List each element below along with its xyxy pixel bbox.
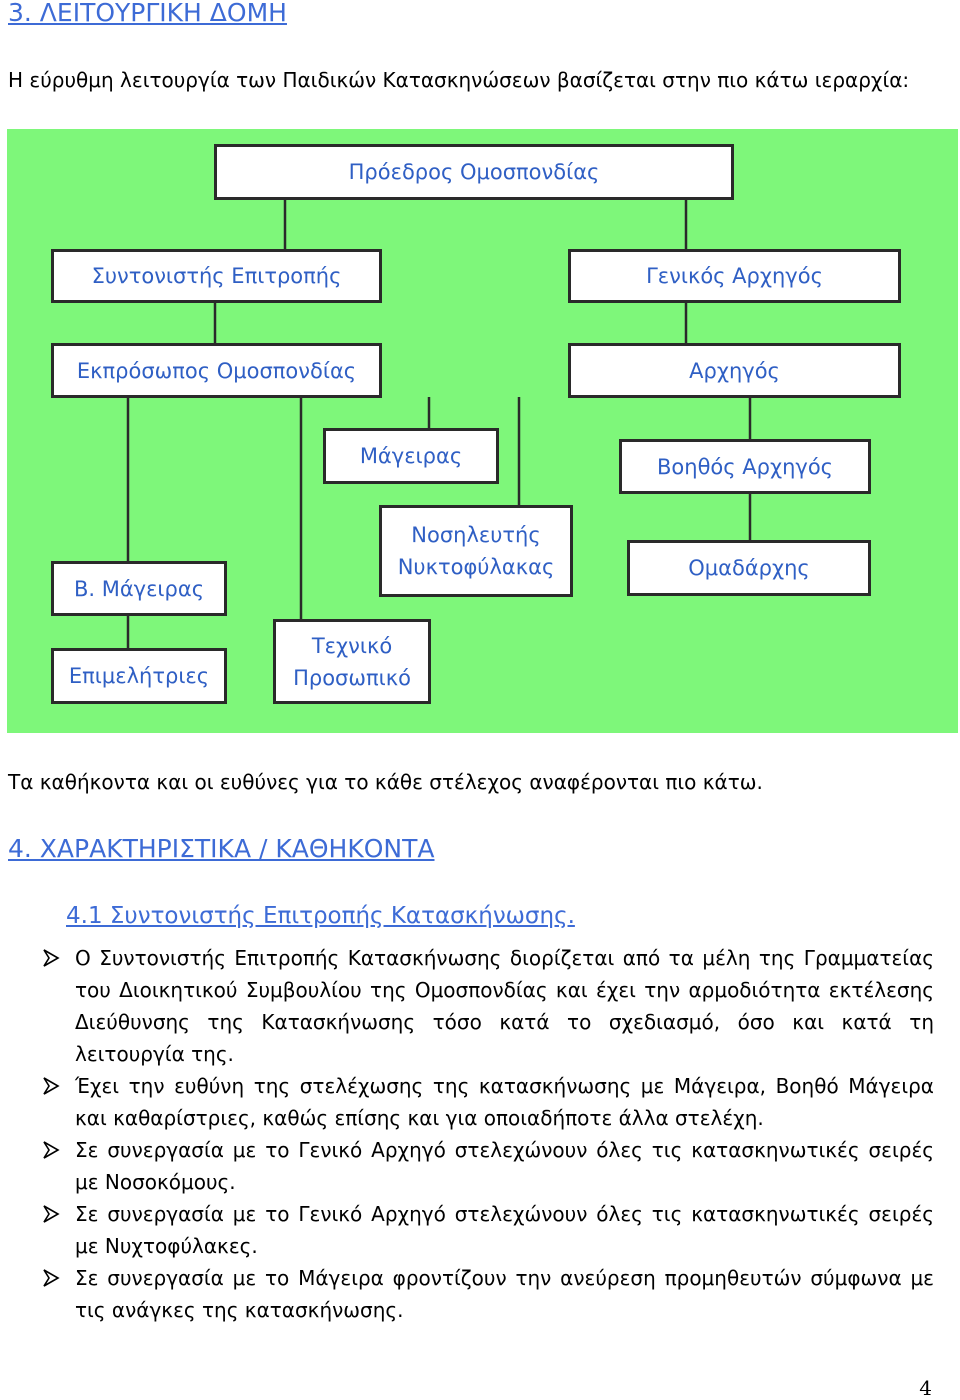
box-technical-staff: Τεχνικό Προσωπικό bbox=[273, 619, 431, 704]
box-general-leader: Γενικός Αρχηγός bbox=[568, 249, 901, 303]
box-president: Πρόεδρος Ομοσπονδίας bbox=[214, 144, 734, 200]
intro-paragraph: Η εύρυθμη λειτουργία των Παιδικών Κατασκ… bbox=[8, 68, 910, 92]
org-chart-connectors bbox=[126, 199, 752, 649]
list-item: Σε συνεργασία με το Μάγειρα φροντίζουν τ… bbox=[42, 1262, 934, 1326]
section-4-1-heading: 4.1 Συντονιστής Επιτροπής Κατασκήνωσης. bbox=[66, 903, 575, 929]
list-item: Σε συνεργασία με το Γενικό Αρχηγό στελεχ… bbox=[42, 1134, 934, 1198]
list-item: Έχει την ευθύνη της στελέχωσης της κατασ… bbox=[42, 1070, 934, 1134]
org-chart: Πρόεδρος Ομοσπονδίας Συντονιστής Επιτροπ… bbox=[7, 129, 958, 733]
after-chart-paragraph: Τα καθήκοντα και οι ευθύνες για το κάθε … bbox=[8, 770, 763, 794]
arrow-bullet-icon bbox=[43, 1077, 60, 1095]
page-number: 4 bbox=[919, 1376, 932, 1400]
arrow-bullet-icon bbox=[43, 1205, 60, 1223]
section-3-heading: 3. ΛΕΙΤΟΥΡΓΙΚΗ ΔΟΜΗ bbox=[8, 0, 287, 27]
arrow-bullet-icon bbox=[43, 1141, 60, 1159]
box-leader: Αρχηγός bbox=[568, 343, 901, 398]
box-cook: Μάγειρας bbox=[323, 428, 499, 484]
section-4-heading: 4. ΧΑΡΑΚΤΗΡΙΣΤΙΚΑ / ΚΑΘΗΚΟΝΤΑ bbox=[8, 834, 435, 863]
box-assistant-leader: Βοηθός Αρχηγός bbox=[619, 439, 871, 494]
box-federation-rep: Εκπρόσωπος Ομοσπονδίας bbox=[51, 343, 382, 398]
box-coordinator: Συντονιστής Επιτροπής bbox=[51, 249, 382, 303]
list-item: Ο Συντονιστής Επιτροπής Κατασκήνωσης διο… bbox=[42, 942, 934, 1070]
box-nurse-nightguard: Νοσηλευτής Νυκτοφύλακας bbox=[379, 505, 573, 597]
box-group-leader: Ομαδάρχης bbox=[627, 540, 871, 596]
list-item: Σε συνεργασία με το Γενικό Αρχηγό στελεχ… bbox=[42, 1198, 934, 1262]
arrow-bullet-icon bbox=[43, 1269, 60, 1287]
duties-list: Ο Συντονιστής Επιτροπής Κατασκήνωσης διο… bbox=[42, 942, 934, 1326]
box-cleaners: Επιμελήτριες bbox=[51, 648, 227, 704]
arrow-bullet-icon bbox=[43, 949, 60, 967]
box-assistant-cook: Β. Μάγειρας bbox=[51, 561, 227, 616]
